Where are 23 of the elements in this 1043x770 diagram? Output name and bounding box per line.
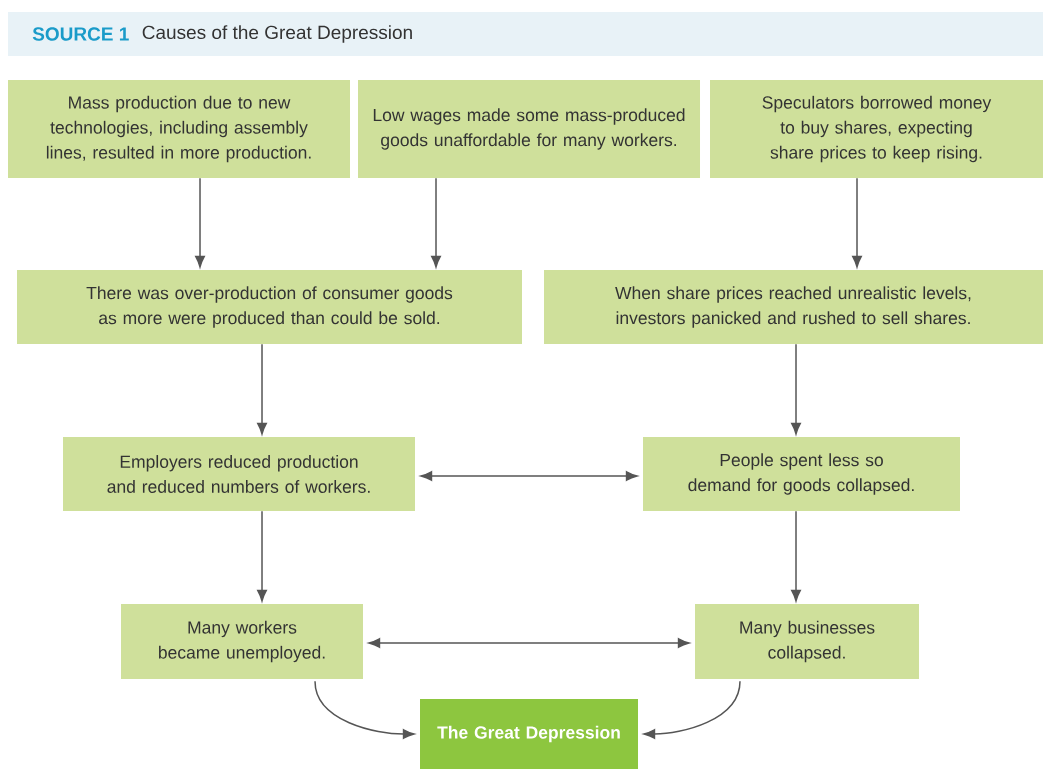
cause-box: Many businesses collapsed.: [695, 604, 919, 679]
arrow: [368, 638, 690, 648]
arrow: [791, 343, 801, 435]
arrow: [420, 471, 638, 481]
cause-box: There was over-production of consumer goods as more were produced than could be sold.: [17, 270, 522, 344]
arrow: [257, 510, 267, 602]
arrow: [257, 343, 267, 435]
arrow: [791, 510, 801, 602]
arrow: [431, 177, 441, 268]
cause-box: Employers reduced production and reduced numbers of workers.: [63, 437, 415, 511]
cause-box: Mass production due to new technologies, including assembly lines, resulted in more production.: [8, 80, 350, 178]
cause-box: Low wages made some mass-produced goods unaffordable for many workers.: [358, 80, 700, 178]
arrow: [643, 680, 741, 739]
arrow: [195, 177, 205, 268]
cause-box: People spent less so demand for goods collapsed.: [643, 437, 960, 511]
cause-box: When share prices reached unrealistic levels, investors panicked and rushed to sell shares.: [544, 270, 1043, 344]
cause-box: Many workers became unemployed.: [121, 604, 363, 679]
arrow: [852, 177, 862, 268]
arrow: [314, 680, 415, 739]
source-label: SOURCE 1: [32, 27, 129, 41]
title: Causes of the Great Depression: [142, 25, 412, 43]
result-box: The Great Depression: [420, 699, 638, 769]
cause-box: Speculators borrowed money to buy shares, expecting share prices to keep rising.: [710, 80, 1043, 178]
